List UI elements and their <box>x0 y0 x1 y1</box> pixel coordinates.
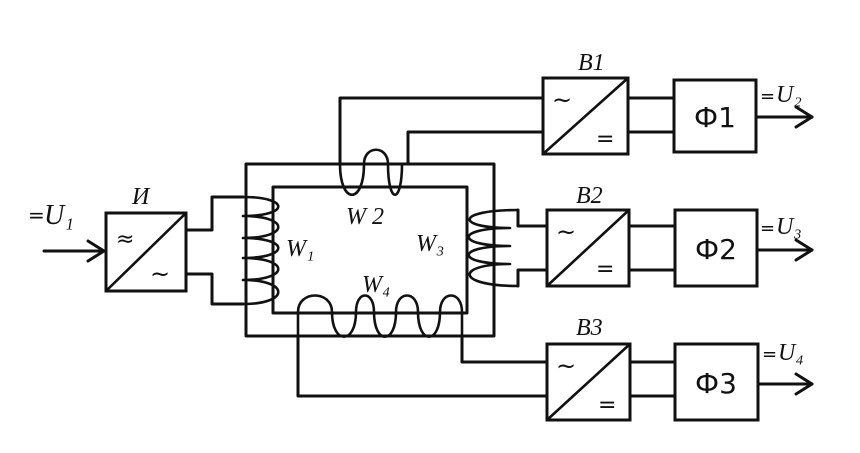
w3-lead-bottom <box>516 268 549 288</box>
w4-coil <box>296 294 464 339</box>
w2-coil <box>338 148 404 197</box>
filter-1-box <box>672 78 758 154</box>
output-u3-arrow-head <box>794 238 814 262</box>
winding-w1: W₁ <box>241 195 314 306</box>
rectifier-2-ac-symbol: ~ <box>556 218 576 246</box>
w1-label: W₁ <box>286 236 314 262</box>
channel-1: В1 ~ = Ф1 = U₂ <box>541 50 814 156</box>
inverter-block: И ≈ ~ <box>104 184 188 293</box>
w4-lead-right <box>460 334 549 364</box>
inverter-label: И <box>131 184 151 210</box>
inverter-lead-top <box>184 195 245 232</box>
winding-w3: W₃ <box>416 208 549 288</box>
core-outer <box>244 162 496 338</box>
rectifier-2-diagonal <box>545 208 631 288</box>
filter-2-label: Ф2 <box>695 233 737 266</box>
input-arrow-head <box>86 239 106 263</box>
inverter-dc-symbol: ≈ <box>116 227 134 252</box>
output-u2-label: U₂ <box>776 82 802 108</box>
w1-coil <box>241 195 280 306</box>
transformer-core <box>244 162 496 338</box>
inverter-ac-symbol: ~ <box>150 260 170 288</box>
filter-3-label: Ф3 <box>695 367 737 400</box>
inverter-diagonal <box>104 211 188 293</box>
output-u4-equal-sign: = <box>762 344 777 365</box>
output-u3-equal-sign: = <box>760 218 775 239</box>
output-u3-label: U₃ <box>776 214 802 240</box>
rectifier-2-label: В2 <box>576 183 603 209</box>
input-u1: = U₁ <box>28 200 106 263</box>
output-u2-equal-sign: = <box>760 86 775 107</box>
output-u4-arrow-head <box>794 372 814 396</box>
channel-2: В2 ~ = Ф2 = U₃ <box>545 183 814 288</box>
rectifier-1-label: В1 <box>578 50 605 76</box>
w3-label: W₃ <box>416 231 444 257</box>
w4-lead-left <box>296 334 549 398</box>
w2-label: W 2 <box>346 204 384 230</box>
rectifier-1-ac-symbol: ~ <box>552 86 572 114</box>
rectifier-2-dc-symbol: = <box>596 257 614 282</box>
rectifier-3-label: В3 <box>576 315 603 341</box>
filter-1-label: Ф1 <box>694 101 736 134</box>
rectifier-3-ac-symbol: ~ <box>556 352 576 380</box>
rectifier-1-diagonal <box>541 76 630 156</box>
w3-coil <box>467 208 520 288</box>
input-u1-label: U₁ <box>44 200 74 231</box>
rectifier-1-dc-symbol: = <box>596 127 614 152</box>
output-u4-label: U₄ <box>778 340 804 366</box>
w2-lead-right <box>406 130 545 166</box>
core-inner <box>271 185 469 315</box>
filter-2-box <box>673 208 759 288</box>
w3-lead-top <box>516 208 549 228</box>
w2-lead-left <box>338 96 545 166</box>
inverter-lead-bottom <box>184 272 245 306</box>
winding-w4: W₄ <box>296 272 549 398</box>
input-equal-sign: = <box>28 203 45 227</box>
output-u2-arrow-head <box>794 105 814 129</box>
rectifier-3-dc-symbol: = <box>598 393 616 418</box>
channel-3: В3 ~ = Ф3 = U₄ <box>545 315 814 422</box>
w4-label: W₄ <box>362 272 390 298</box>
rectifier-3-diagonal <box>545 342 632 422</box>
filter-3-box <box>673 342 760 422</box>
winding-w2: W 2 <box>338 96 545 230</box>
